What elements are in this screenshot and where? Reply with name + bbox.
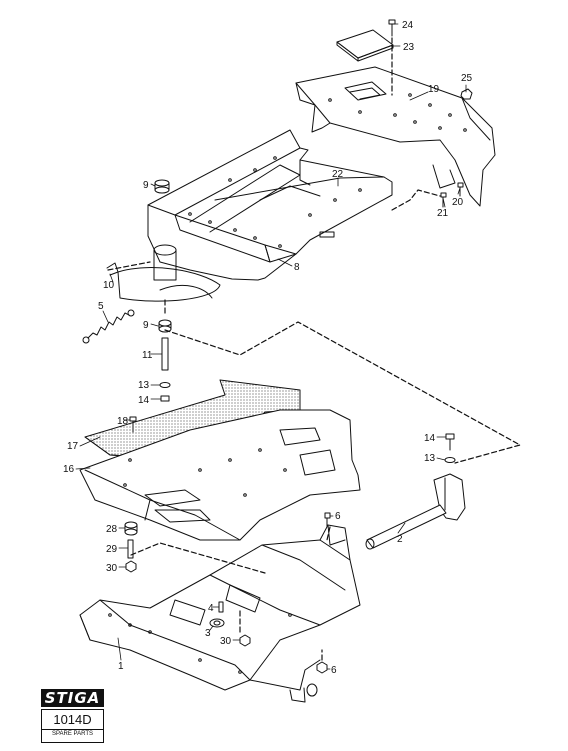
diagram-code-box: 1014D SPARE PARTS [41,709,104,743]
part-18-screw [129,416,137,433]
part-30-nut-left [125,560,137,573]
callout-30-left: 30 [106,563,118,574]
callout-6-upper: 6 [335,511,341,522]
part-6-fastener-lower [316,661,328,674]
diagram-code: 1014D [53,712,92,727]
callout-9-upper: 9 [143,180,149,191]
leader-lines [75,23,467,670]
part-11-pin [161,337,169,371]
part-13-washer-left [159,382,171,388]
callout-4: 4 [208,603,214,614]
callout-14-right: 14 [424,433,436,444]
callout-16: 16 [63,464,75,475]
spare-parts-caption: SPARE PARTS [42,729,103,737]
part-30-nut-right [239,634,251,647]
part-5-spring [82,309,135,344]
callout-2: 2 [397,534,403,545]
part-19-front-panel [295,66,496,207]
part-14-bolt-left [160,395,170,402]
part-1-lower-frame [79,524,361,703]
part-13-washer-right [444,457,456,463]
callout-28: 28 [106,524,118,535]
callout-23: 23 [403,42,415,53]
callout-13-right: 13 [424,453,436,464]
callout-18: 18 [117,416,129,427]
callout-21: 21 [437,208,449,219]
part-29-bolt [127,539,134,559]
part-3-bushing [209,618,225,628]
stiga-logo: STIGA [41,689,104,707]
callout-9-lower: 9 [143,320,149,331]
part-20-screw [457,182,464,197]
part-9-upper-bushing [154,179,170,194]
callout-30-right: 30 [220,636,232,647]
part-2-rear-bracket [365,473,466,550]
callout-20: 20 [452,197,464,208]
part-24-screw [388,19,396,37]
assembly-lines [107,37,521,661]
callout-24: 24 [402,20,414,31]
callout-29: 29 [106,544,118,555]
callout-1: 1 [118,661,124,672]
part-10-clip [106,262,119,276]
callout-25: 25 [461,73,473,84]
callout-8: 8 [294,262,300,273]
part-9-lower-bushing [158,319,172,333]
part-14-bolt-right [445,433,455,451]
callout-10: 10 [103,280,115,291]
callout-22: 22 [332,169,344,180]
part-25-nut [460,88,473,100]
stiga-logo-block: STIGA 1014D SPARE PARTS [41,689,104,743]
callout-11: 11 [142,350,153,361]
part-23-cover-plate [336,29,394,62]
callout-labels: 24 23 19 25 20 21 22 8 9 10 5 9 11 13 14… [63,20,473,676]
part-16-floor-plate [79,409,361,541]
callout-14-left: 14 [138,395,150,406]
part-8-upper-frame [117,129,393,302]
callout-5: 5 [98,301,104,312]
callout-19: 19 [428,84,440,95]
part-6-fastener-upper [324,512,331,528]
callout-3: 3 [205,628,211,639]
callout-6-lower: 6 [331,665,337,676]
callout-13-left: 13 [138,380,150,391]
part-28-bushing [124,521,138,536]
callout-17: 17 [67,441,79,452]
